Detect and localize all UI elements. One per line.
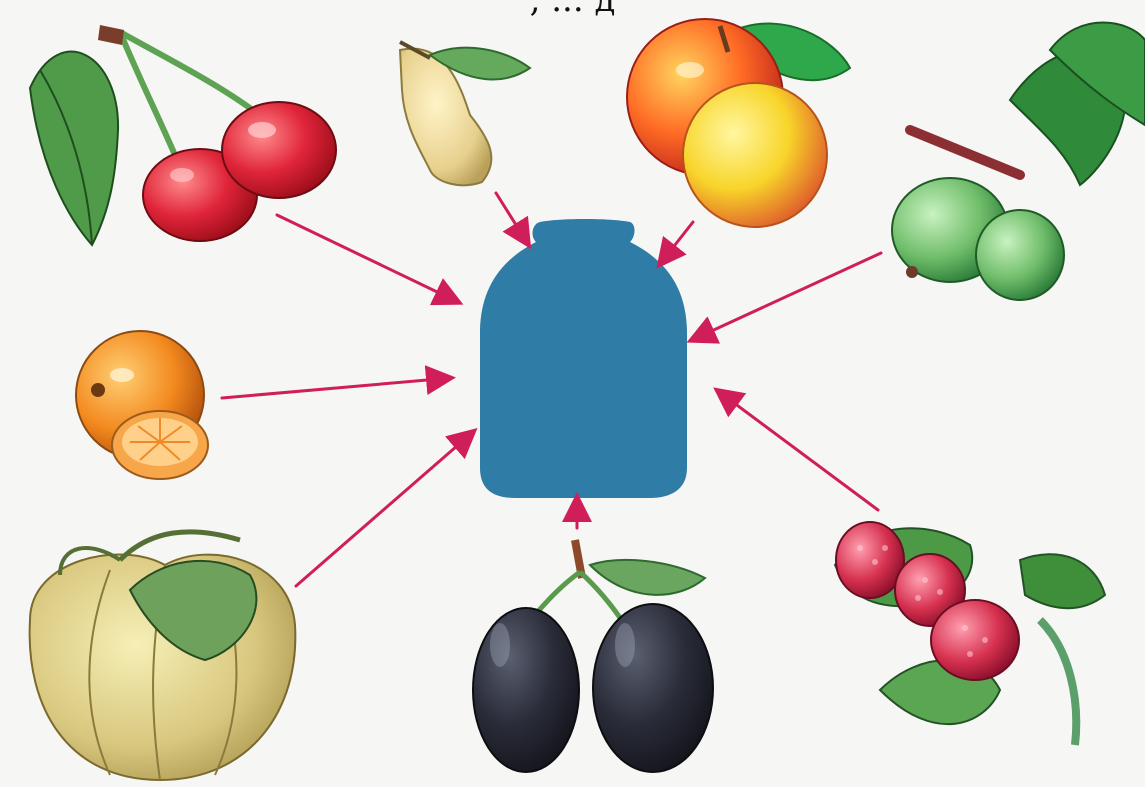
- arrow-from-raspberries: [718, 391, 878, 510]
- arrow-from-pumpkin: [296, 432, 473, 586]
- arrow-from-gooseberries: [692, 253, 881, 340]
- arrow-from-apples: [660, 222, 693, 264]
- gooseberries-illustration: [892, 23, 1145, 301]
- apples-illustration: [627, 19, 850, 227]
- arrow-from-pear: [496, 193, 528, 244]
- orange-illustration: [76, 331, 208, 479]
- cherries-illustration: [30, 25, 336, 245]
- raspberries-illustration: [835, 522, 1105, 745]
- plums-illustration: [473, 540, 713, 772]
- arrow-from-cherries: [277, 215, 458, 302]
- pumpkin-illustration: [30, 532, 296, 780]
- pear-illustration: [400, 42, 530, 185]
- arrow-from-orange: [222, 378, 450, 398]
- jar-shape: [480, 219, 687, 498]
